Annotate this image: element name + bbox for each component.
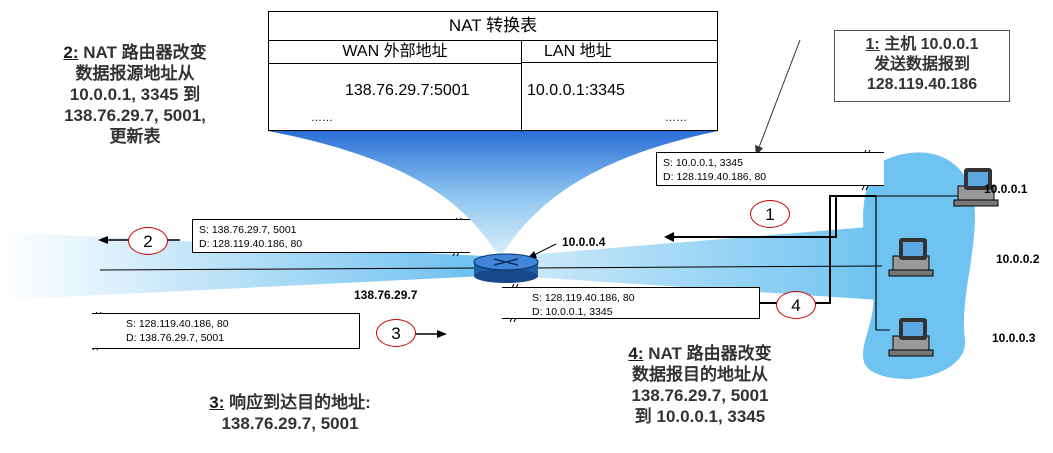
step2-line-5: 更新表 xyxy=(109,127,161,146)
wan-value: 138.76.29.7:5001 xyxy=(345,82,470,99)
lan-beam xyxy=(515,226,880,300)
step-1-circle: 1 xyxy=(750,200,790,228)
packet-1: S: 10.0.0.1, 3345 D: 128.119.40.186, 80 xyxy=(656,152,884,186)
host-computer-2 xyxy=(888,238,934,277)
wan-beam xyxy=(0,232,485,300)
step3-number: 3: xyxy=(209,393,225,412)
packet-4-destination: D: 10.0.0.1, 3345 xyxy=(532,306,613,318)
step3-annotation: 3: 响应到达目的地址: 138.76.29.7, 5001 xyxy=(170,392,410,434)
packet-3-source: S: 128.119.40.186, 80 xyxy=(126,318,229,330)
step-3-circle: 3 xyxy=(376,319,416,347)
host2-ip: 10.0.0.2 xyxy=(996,252,1040,266)
step1-pointer xyxy=(757,39,801,151)
nat-table-title: NAT 转换表 xyxy=(269,12,717,41)
router-wan-ip: 138.76.29.7 xyxy=(354,288,418,302)
step2-line-3: 10.0.0.1, 3345 到 xyxy=(69,85,201,104)
wan-header: WAN 外部地址 xyxy=(269,41,521,64)
wan-link-line xyxy=(99,267,481,271)
table-funnel xyxy=(268,131,718,258)
nat-table-divider xyxy=(521,63,522,132)
step3-arrowhead xyxy=(437,330,447,338)
step-4-circle: 4 xyxy=(776,291,816,319)
step4-line-1: NAT 路由器改变 xyxy=(648,344,772,363)
step4-number: 4: xyxy=(628,344,644,363)
packet-4: S: 128.119.40.186, 80 D: 10.0.0.1, 3345 xyxy=(502,287,760,319)
step1-line-2: 发送数据报到 xyxy=(873,56,970,73)
step1-line-1: 主机 10.0.0.1 xyxy=(884,36,979,53)
lan-value: 10.0.0.1:3345 xyxy=(527,82,625,99)
packet-3: S: 128.119.40.186, 80 D: 138.76.29.7, 50… xyxy=(92,313,360,349)
step2-arrowhead xyxy=(98,236,108,244)
wan-ellipsis: …… xyxy=(311,112,333,124)
lan-ellipsis: …… xyxy=(665,112,687,124)
step1-line-3: 128.119.40.186 xyxy=(866,76,978,93)
step4-line-2: 数据报目的地址从 xyxy=(632,365,768,384)
step4-annotation: 4: NAT 路由器改变 数据报目的地址从 138.76.29.7, 5001 … xyxy=(580,343,820,427)
step1-annotation: 1: 主机 10.0.0.1 发送数据报到 128.119.40.186 xyxy=(834,30,1010,102)
step3-line-1: 响应到达目的地址: xyxy=(229,393,371,412)
step2-line-2: 数据报源地址从 xyxy=(75,64,195,83)
packet-1-destination: D: 128.119.40.186, 80 xyxy=(663,171,767,183)
step1-number: 1: xyxy=(865,36,880,53)
step4-line-3: 138.76.29.7, 5001 xyxy=(631,386,769,405)
step2-number: 2: xyxy=(63,43,79,62)
step3-line-2: 138.76.29.7, 5001 xyxy=(221,414,359,433)
step2-line-4: 138.76.29.7, 5001, xyxy=(64,106,206,125)
host3-ip: 10.0.0.3 xyxy=(992,331,1036,345)
step1-arrowhead xyxy=(664,232,674,242)
step2-line-1: NAT 路由器改变 xyxy=(83,43,207,62)
host1-ip: 10.0.0.1 xyxy=(984,182,1028,196)
packet-2: S: 138.76.29.7, 5001 D: 128.119.40.186, … xyxy=(192,219,470,253)
step2-annotation: 2: NAT 路由器改变 数据报源地址从 10.0.0.1, 3345 到 13… xyxy=(10,42,260,147)
lan-header: LAN 地址 xyxy=(521,41,717,63)
packet-2-destination: D: 128.119.40.186, 80 xyxy=(199,238,303,250)
host-computer-3 xyxy=(888,318,934,357)
nat-router xyxy=(473,253,539,283)
router-ip-pointer xyxy=(531,243,557,257)
packet-1-source: S: 10.0.0.1, 3345 xyxy=(663,157,743,169)
nat-translation-table: NAT 转换表 WAN 外部地址 LAN 地址 138.76.29.7:5001… xyxy=(268,11,718,132)
host-computer-1 xyxy=(953,168,999,207)
lan-link-line xyxy=(529,265,883,269)
router-lan-ip: 10.0.0.4 xyxy=(562,235,606,249)
packet-4-source: S: 128.119.40.186, 80 xyxy=(532,292,635,304)
packet-2-source: S: 138.76.29.7, 5001 xyxy=(199,224,297,236)
packet-3-destination: D: 138.76.29.7, 5001 xyxy=(126,332,225,344)
step4-line-4: 到 10.0.0.1, 3345 xyxy=(634,407,766,426)
step-2-circle: 2 xyxy=(128,227,168,255)
